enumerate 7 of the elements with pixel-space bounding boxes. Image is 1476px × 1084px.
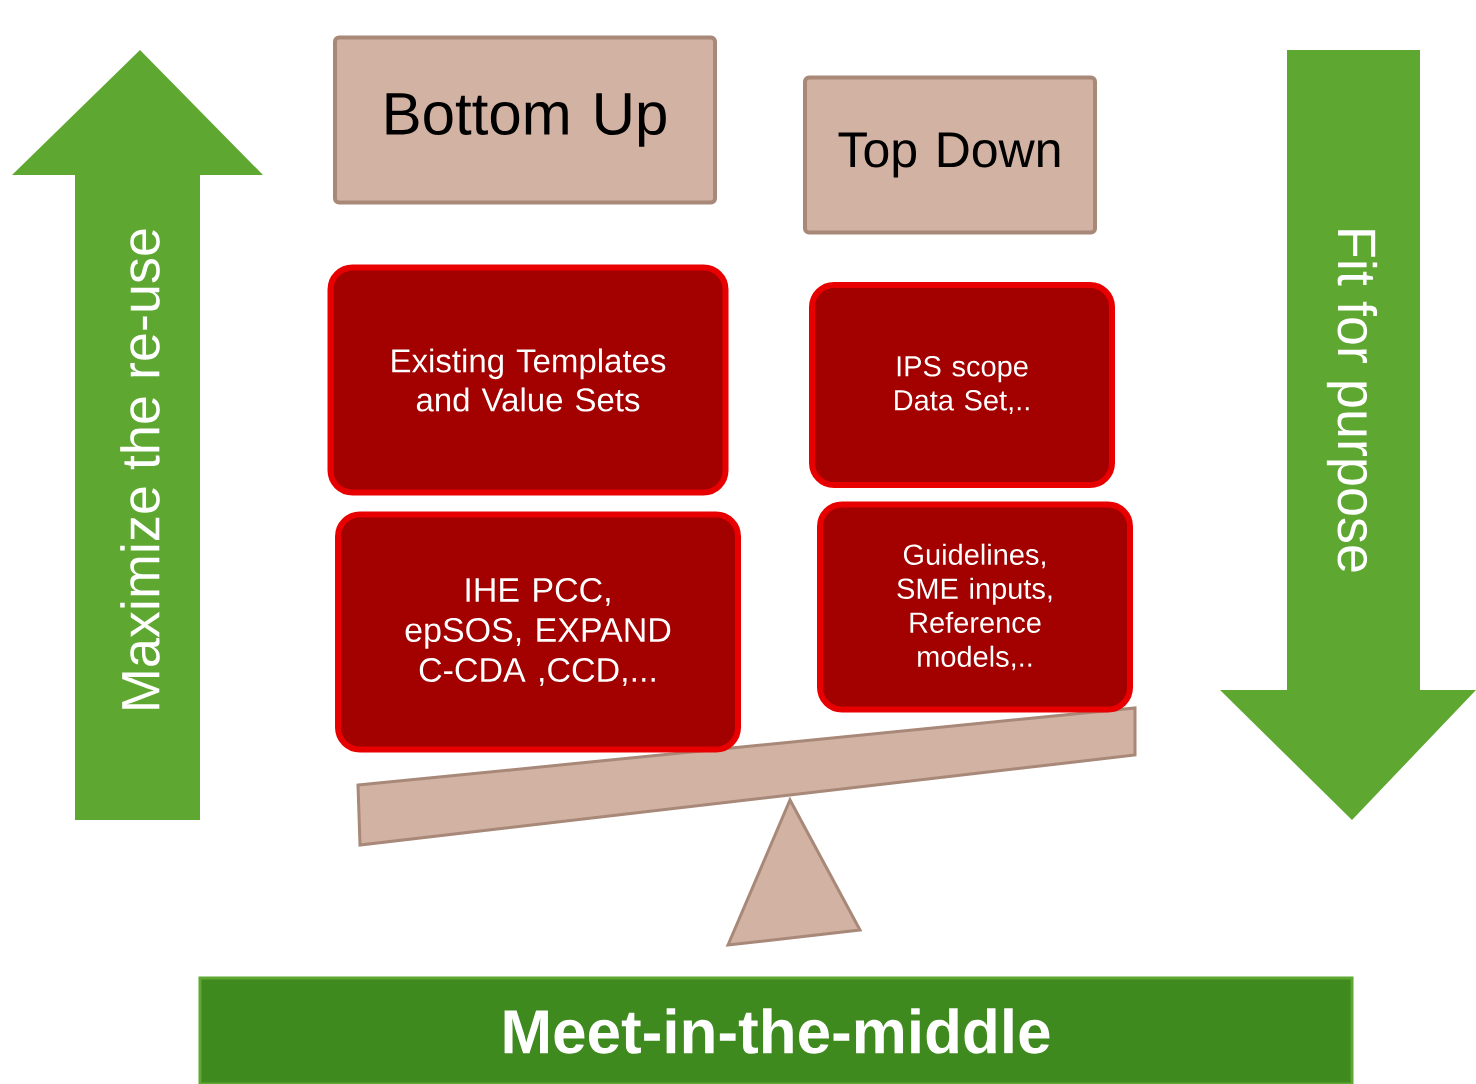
banner: Meet-in-the-middle [198, 976, 1354, 1084]
content-box: Guidelines, SME inputs, Reference models,.. [817, 501, 1133, 713]
content-box: IPS scope Data Set,.. [809, 282, 1115, 488]
label-box: Bottom Up [333, 35, 717, 205]
content-box: IHE PCC, epSOS, EXPAND C-CDA ,CCD,... [335, 511, 741, 753]
label-box: Top Down [803, 75, 1097, 235]
content-box: Existing Templates and Value Sets [327, 264, 729, 496]
